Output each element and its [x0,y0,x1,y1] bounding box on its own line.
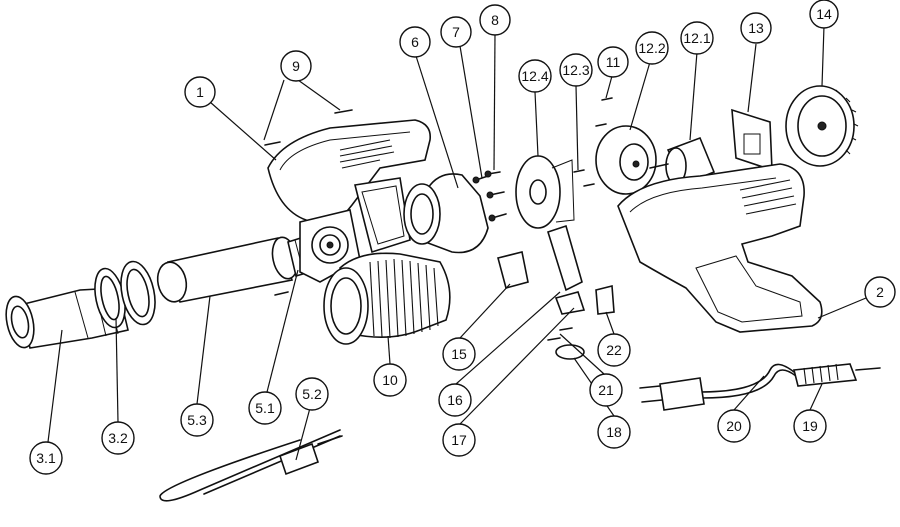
svg-text:11: 11 [606,54,621,70]
heater-wire-part [159,429,343,502]
svg-text:2: 2 [876,284,884,300]
callout-10: 10 [373,363,407,397]
power-cable-part [639,363,881,411]
svg-text:15: 15 [451,346,467,362]
svg-text:19: 19 [802,418,818,434]
svg-text:12.2: 12.2 [638,40,665,56]
svg-text:7: 7 [452,24,460,40]
svg-text:8: 8 [491,12,499,28]
callout-9: 9 [280,50,312,82]
callout-17: 17 [442,423,476,457]
svg-text:18: 18 [606,424,622,440]
callout-8: 8 [479,4,511,36]
heat-tube-part [156,236,299,303]
svg-text:6: 6 [411,34,419,50]
callout-13: 13 [740,12,772,44]
callout-21: 21 [589,373,623,407]
callout-5-2: 5.2 [295,377,329,411]
callout-14: 14 [809,0,839,29]
callout-12-3: 12.3 [559,53,593,87]
small-screws-part [573,97,613,187]
svg-text:17: 17 [451,432,467,448]
leader-lines [47,25,867,461]
fan-disk-part [515,155,575,229]
callout-15: 15 [442,337,476,371]
svg-text:13: 13 [748,20,764,36]
callout-20: 20 [717,409,751,443]
callout-12-4: 12.4 [518,59,552,93]
callout-12-2: 12.2 [635,31,669,65]
callout-16: 16 [438,383,472,417]
dial-knob-part [785,85,859,167]
control-board-part [731,108,773,172]
callout-18: 18 [597,415,631,449]
callout-5-3: 5.3 [180,403,214,437]
svg-text:5.1: 5.1 [255,400,275,416]
callout-2: 2 [864,276,896,308]
svg-text:10: 10 [382,372,398,388]
callout-3-2: 3.2 [101,421,135,455]
svg-text:12.1: 12.1 [683,30,710,46]
svg-text:22: 22 [606,342,622,358]
svg-text:1: 1 [196,84,204,100]
callout-3-1: 3.1 [29,441,63,475]
svg-text:9: 9 [292,58,300,74]
fan-cover-part [323,252,451,345]
svg-text:12.4: 12.4 [521,68,548,84]
svg-text:5.3: 5.3 [187,412,207,428]
svg-text:3.1: 3.1 [36,450,56,466]
svg-text:16: 16 [447,392,463,408]
callout-22: 22 [597,333,631,367]
nozzle-flange-part [94,260,156,329]
svg-text:21: 21 [598,382,614,398]
fan-plate-part [595,125,657,195]
svg-text:3.2: 3.2 [108,430,128,446]
callout-6: 6 [399,26,431,58]
screws-part [264,109,507,296]
svg-text:5.2: 5.2 [302,386,322,402]
callout-11: 11 [597,46,629,78]
motor-mount-part [403,173,489,254]
callout-1: 1 [184,76,216,108]
svg-text:12.3: 12.3 [562,62,589,78]
housing-half-part [617,163,823,333]
housing-half-part [267,119,432,283]
switch-parts [497,224,615,360]
callout-19: 19 [793,409,827,443]
callout-12-1: 12.1 [680,21,714,55]
svg-text:14: 14 [816,6,832,22]
svg-text:20: 20 [726,418,742,434]
motor-part [649,136,716,186]
callout-5-1: 5.1 [248,391,282,425]
callout-7: 7 [440,16,472,48]
